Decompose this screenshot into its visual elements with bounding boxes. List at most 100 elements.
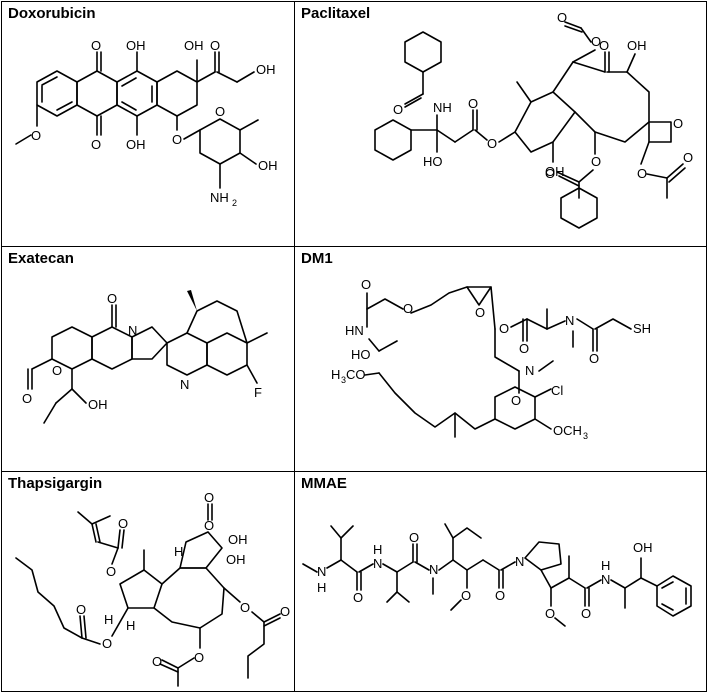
- atom-o: O: [152, 654, 162, 669]
- atom-n: N: [373, 556, 382, 571]
- atom-o: O: [215, 104, 225, 119]
- doxorubicin-structure: O O OH OH O OH O OH O: [15, 38, 278, 208]
- panel-paclitaxel: Paclitaxel O NH HO O O O: [295, 2, 706, 247]
- atom-o: O: [91, 38, 101, 53]
- subscript: 2: [232, 198, 237, 208]
- atom-n: N: [565, 313, 574, 328]
- atom-o: O: [118, 516, 128, 531]
- atom-o: O: [107, 291, 117, 306]
- atom-o: O: [545, 606, 555, 621]
- atom-o: O: [581, 606, 591, 621]
- atom-ho: HO: [423, 154, 443, 169]
- atom-nh: NH: [433, 100, 452, 115]
- atom-h: H: [174, 544, 183, 559]
- atom-o: O: [76, 602, 86, 617]
- atom-o: O: [393, 102, 403, 117]
- atom-o: O: [194, 650, 204, 665]
- atom-o: O: [599, 38, 609, 53]
- atom-o: O: [487, 136, 497, 151]
- atom-o: O: [361, 277, 371, 292]
- panel-title: DM1: [301, 250, 333, 267]
- atom-oh: OH: [256, 62, 276, 77]
- atom-nh2: NH: [210, 190, 229, 205]
- atom-oh: OH: [627, 38, 647, 53]
- panel-mmae: MMAE N H O N H O N O: [295, 472, 706, 691]
- atom-o: O: [280, 604, 290, 619]
- atom-oh: OH: [258, 158, 278, 173]
- atom-och3: OCH: [553, 423, 582, 438]
- atom-o: O: [106, 564, 116, 579]
- atom-o: O: [91, 137, 101, 152]
- atom-o: O: [204, 518, 214, 533]
- atom-oh: OH: [545, 164, 565, 179]
- atom-n: N: [429, 562, 438, 577]
- atom-oh: OH: [228, 532, 248, 547]
- atom-o: O: [172, 132, 182, 147]
- panel-title: Doxorubicin: [8, 5, 96, 22]
- atom-n: N: [317, 564, 326, 579]
- atom-o: O: [31, 128, 41, 143]
- atom-o: O: [557, 10, 567, 25]
- atom-o: O: [475, 305, 485, 320]
- atom-o: O: [409, 530, 419, 545]
- atom-oh: OH: [184, 38, 204, 53]
- atom-oh: OH: [88, 397, 108, 412]
- panel-exatecan: Exatecan O O O N N F: [2, 247, 295, 472]
- atom-oh: OH: [126, 137, 146, 152]
- atom-h: H: [317, 580, 326, 595]
- atom-sh: SH: [633, 321, 651, 336]
- atom-ho: HO: [351, 347, 371, 362]
- atom-o: O: [511, 393, 521, 408]
- subscript: 3: [341, 375, 346, 385]
- atom-o: O: [240, 600, 250, 615]
- atom-hn: HN: [345, 323, 364, 338]
- thapsigargin-structure: O O O O H OH OH H H O O: [15, 490, 290, 687]
- atom-n: N: [128, 323, 137, 338]
- atom-n: N: [525, 363, 534, 378]
- atom-o: O: [591, 154, 601, 169]
- atom-o: O: [353, 590, 363, 605]
- atom-o: O: [210, 38, 220, 53]
- panel-title: MMAE: [301, 475, 347, 492]
- atom-o: O: [673, 116, 683, 131]
- atom-o: O: [591, 34, 601, 49]
- panel-doxorubicin: Doxorubicin O O OH OH: [2, 2, 295, 247]
- panel-thapsigargin: Thapsigargin O O O O H OH OH H H: [2, 472, 295, 691]
- atom-o: O: [204, 490, 214, 505]
- atom-o: O: [637, 166, 647, 181]
- atom-cl: Cl: [551, 383, 563, 398]
- atom-h: H: [601, 558, 610, 573]
- atom-h: H: [104, 612, 113, 627]
- dm1-structure: O O HN HO O O O N O: [331, 277, 651, 441]
- panel-title: Exatecan: [8, 250, 74, 267]
- atom-o: O: [52, 363, 62, 378]
- panel-title: Paclitaxel: [301, 5, 371, 22]
- atom-h: H: [373, 542, 382, 557]
- atom-o: O: [22, 391, 32, 406]
- panel-title: Thapsigargin: [8, 475, 103, 492]
- paclitaxel-structure: O NH HO O O O O O: [374, 10, 693, 229]
- atom-oh: OH: [633, 540, 653, 555]
- atom-n: N: [601, 572, 610, 587]
- atom-o: O: [545, 166, 555, 181]
- atom-f: F: [254, 385, 262, 400]
- atom-o: O: [589, 351, 599, 366]
- atom-o: O: [495, 588, 505, 603]
- atom-n: N: [180, 377, 189, 392]
- subscript: 3: [583, 431, 588, 441]
- atom-n: N: [515, 554, 524, 569]
- atom-o: O: [468, 96, 478, 111]
- atom-oh: OH: [226, 552, 246, 567]
- atom-o: O: [461, 588, 471, 603]
- atom-h3co: H: [331, 367, 340, 382]
- mmae-structure: N H O N H O N O O: [302, 523, 692, 627]
- atom-o: O: [519, 341, 529, 356]
- atom-o: O: [683, 150, 693, 165]
- atom-co: CO: [346, 367, 366, 382]
- atom-o: O: [403, 301, 413, 316]
- atom-o: O: [499, 321, 509, 336]
- atom-h: H: [126, 618, 135, 633]
- panel-dm1: DM1 O O HN HO O O O N: [295, 247, 706, 472]
- exatecan-structure: O O O N N F OH: [22, 290, 268, 424]
